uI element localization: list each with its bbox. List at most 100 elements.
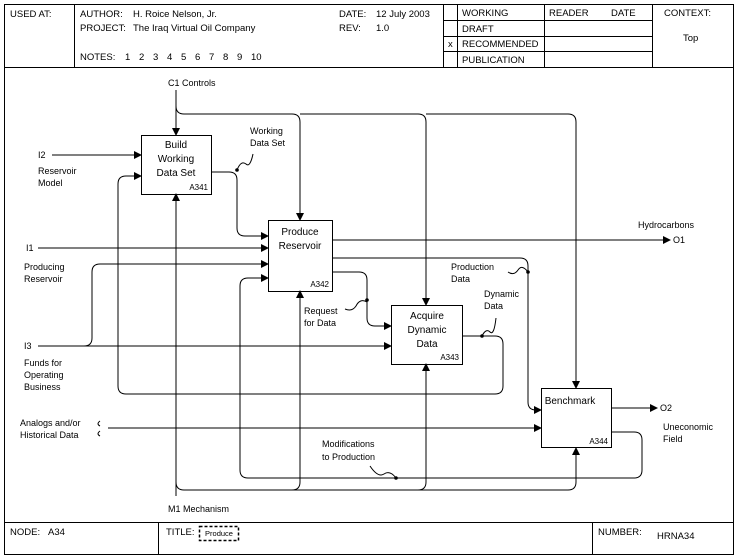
junction-dot	[365, 298, 369, 302]
input-i3-text: Operating	[24, 370, 64, 380]
note-number: 9	[237, 52, 242, 63]
note-number: 8	[223, 52, 228, 63]
dynamic-data-arrow	[117, 172, 504, 395]
activity-number: A343	[440, 353, 459, 362]
note-number: 5	[181, 52, 186, 63]
input-analogs-text: Historical Data	[20, 430, 79, 440]
input-i3-text: Business	[24, 382, 61, 392]
note-number: 2	[139, 52, 144, 63]
note-number: 10	[251, 52, 262, 63]
input-i1-text: Reservoir	[24, 274, 63, 284]
modifications-label: Modifications	[322, 439, 375, 449]
rev-value: 1.0	[376, 23, 389, 34]
note-number: 7	[209, 52, 214, 63]
number-label: NUMBER:	[598, 527, 642, 538]
mechanism-arrow-a343	[417, 363, 430, 491]
activity-title-line: Working	[158, 154, 195, 165]
junction-dot	[480, 334, 484, 338]
request-for-data-label: for Data	[304, 318, 336, 328]
input-analogs-text: Analogs and/or	[20, 418, 81, 428]
context-value: Top	[683, 33, 698, 44]
note-number: 3	[153, 52, 158, 63]
output-o1-code: O1	[673, 235, 685, 245]
form-frame	[4, 4, 734, 555]
junction-dots	[235, 168, 530, 480]
activity-title-line: Build	[165, 140, 187, 151]
input-i3-code: I3	[24, 341, 32, 351]
activity-box-a343: Acquire Dynamic Data A343	[391, 305, 463, 365]
note-number: 1	[125, 52, 130, 63]
mechanism-arrow-a342	[291, 290, 304, 491]
dynamic-data-label: Dynamic	[484, 289, 520, 299]
input-i2-text: Model	[38, 178, 63, 188]
dynamic-data-leader	[481, 317, 497, 337]
modifications-label: to Production	[322, 452, 375, 462]
production-data-arrow	[332, 257, 542, 414]
input-i1-code: I1	[26, 243, 34, 253]
input-i2-code: I2	[38, 150, 46, 160]
activity-number: A344	[589, 437, 608, 446]
controls-arrow-a343	[300, 113, 430, 306]
activity-title-line: Data	[416, 339, 438, 350]
controls-arrow-a344	[426, 113, 580, 389]
request-for-data-label: Request	[304, 306, 338, 316]
project-value: The Iraq Virtual Oil Company	[133, 23, 256, 34]
status-recommended: RECOMMENDED	[462, 39, 539, 50]
activity-title-line: Dynamic	[408, 325, 447, 336]
working-data-set-label: Working	[250, 126, 283, 136]
input-arrow-producing-reservoir	[91, 260, 269, 300]
date-label: DATE:	[339, 9, 366, 20]
status-draft: DRAFT	[462, 24, 494, 35]
junction-dot	[526, 270, 530, 274]
reader-date-label: DATE	[611, 8, 636, 19]
status-check-mark: x	[448, 39, 453, 50]
author-value: H. Roice Nelson, Jr.	[133, 9, 217, 20]
request-for-data-arrow	[332, 271, 392, 330]
status-working: WORKING	[462, 8, 508, 19]
modifications-arrow	[239, 274, 643, 479]
output-o2-text: Field	[663, 434, 683, 444]
note-number: 6	[195, 52, 200, 63]
reader-label: READER	[549, 8, 589, 19]
controls-arrow-a342	[175, 105, 304, 221]
activity-box-a342: Produce Reservoir A342	[268, 220, 333, 292]
mechanism-label: M1 Mechanism	[168, 504, 229, 514]
activity-title-line: Produce	[281, 227, 319, 238]
rev-label: REV:	[339, 23, 361, 34]
activity-title-line: Data Set	[157, 168, 196, 179]
output-o2-code: O2	[660, 403, 672, 413]
activity-number: A342	[310, 280, 329, 289]
production-data-label: Production	[451, 262, 494, 272]
output-o1-name: Hydrocarbons	[638, 220, 695, 230]
request-for-data-leader	[344, 300, 368, 311]
modifications-leader	[369, 465, 397, 479]
input-i1-text: Producing	[24, 262, 65, 272]
junction-dot	[235, 168, 239, 172]
used-at-label: USED AT:	[10, 9, 52, 20]
number-value: HRNA34	[657, 531, 695, 542]
activity-title-line: Benchmark	[545, 396, 597, 407]
notes-list: 1 2 3 4 5 6 7 8 9 10	[125, 52, 262, 63]
working-data-set-leader	[236, 153, 254, 171]
input-arrow-i3-branch	[83, 300, 93, 347]
author-label: AUTHOR:	[80, 9, 123, 20]
working-data-set-label: Data Set	[250, 138, 286, 148]
dynamic-data-label: Data	[484, 301, 503, 311]
note-number: 4	[167, 52, 172, 63]
working-data-set-arrow	[211, 171, 269, 240]
output-o2-text: Uneconomic	[663, 422, 714, 432]
activity-title-line: Reservoir	[279, 241, 322, 252]
date-value: 12 July 2003	[376, 9, 430, 20]
input-i2-text: Reservoir	[38, 166, 77, 176]
input-i3-text: Funds for	[24, 358, 62, 368]
production-data-leader	[507, 266, 529, 275]
title-selection-box	[198, 525, 240, 542]
project-label: PROJECT:	[80, 23, 126, 34]
status-publication: PUBLICATION	[462, 55, 525, 66]
activity-title-line: Acquire	[410, 311, 444, 322]
production-data-label: Data	[451, 274, 470, 284]
activity-box-a341: Build Working Data Set A341	[141, 135, 212, 195]
activity-box-a344: Benchmark A344	[541, 388, 612, 448]
mechanism-trunk	[175, 447, 580, 491]
